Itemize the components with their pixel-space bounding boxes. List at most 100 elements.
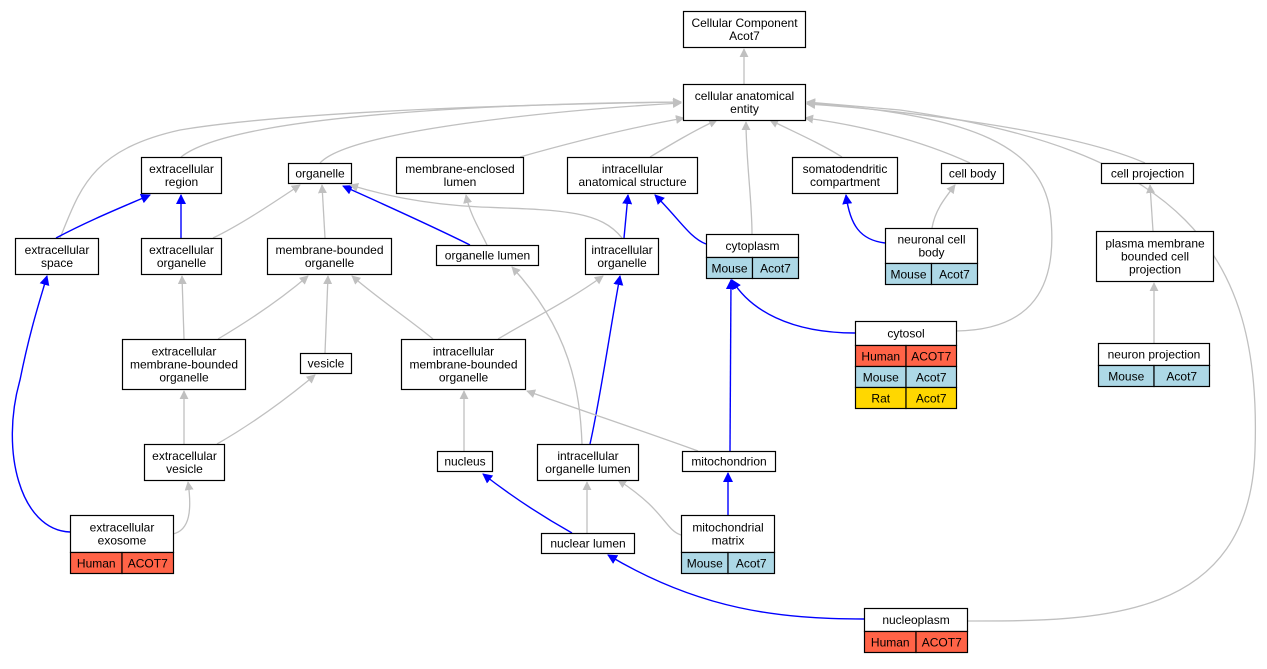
node-label-line: membrane-bounded xyxy=(130,358,238,372)
edge-intracellular-organelle-to-organelle xyxy=(349,183,623,239)
node-label-line: membrane-enclosed xyxy=(405,162,514,176)
gene-label: Acot7 xyxy=(916,371,947,385)
edge-intracellular-anatomical-structure-to-cellular-anatomical-entity xyxy=(649,119,718,158)
node-box xyxy=(14,237,100,276)
gene-cell xyxy=(930,262,979,286)
edge-organelle-to-cellular-anatomical-entity xyxy=(319,98,682,164)
edge-extracellular-space-to-cellular-anatomical-entity xyxy=(59,97,682,239)
edge-intracellular-organelle-lumen-to-organelle-lumen xyxy=(511,266,583,445)
node-nucleus[interactable]: nucleus xyxy=(436,450,494,473)
node-label-line: nucleoplasm xyxy=(882,613,949,627)
edge-nucleoplasm-to-nuclear-lumen xyxy=(607,554,865,620)
node-box xyxy=(299,352,353,375)
node-label-line: intracellular xyxy=(602,162,663,176)
gene-cell xyxy=(915,630,969,654)
node-label-line: lumen xyxy=(444,175,477,189)
node-label-line: cell projection xyxy=(1111,167,1184,181)
edge-organelle-lumen-to-organelle xyxy=(342,185,471,246)
edge-membrane-bounded-organelle-to-organelle xyxy=(317,184,327,239)
node-label-line: region xyxy=(165,175,198,189)
node-box xyxy=(395,156,525,195)
node-label-line: organelle xyxy=(159,371,209,385)
node-box xyxy=(435,244,540,267)
node-cell-body[interactable]: cell body xyxy=(940,162,1005,185)
node-label-line: extracellular xyxy=(152,449,217,463)
edge-membrane-enclosed-lumen-to-cellular-anatomical-entity xyxy=(519,115,685,158)
species-label: Human xyxy=(861,350,900,364)
gene-label: ACOT7 xyxy=(922,636,962,650)
edge-intracellular-membrane-bounded-organelle-to-intracellular-organelle xyxy=(497,275,604,340)
edge-neuronal-cell-body-to-somatodendritic-compartment xyxy=(842,194,886,244)
node-box xyxy=(854,320,958,347)
node-mitochondrion[interactable]: mitochondrion xyxy=(681,450,777,473)
gene-cell xyxy=(121,551,175,575)
node-label-line: cytosol xyxy=(887,327,924,341)
gene-label: Acot7 xyxy=(760,262,791,276)
node-cell-projection[interactable]: cell projection xyxy=(1100,162,1195,185)
gene-cell xyxy=(1153,364,1211,388)
node-label-line: mitochondrion xyxy=(691,455,766,469)
node-label-line: membrane-bounded xyxy=(275,243,383,257)
node-label-line: organelle lumen xyxy=(445,249,530,263)
gene-cell xyxy=(727,551,776,575)
node-label-line: intracellular xyxy=(557,449,618,463)
edge-extracellular-organelle-to-organelle xyxy=(212,184,301,239)
node-box xyxy=(1095,230,1215,283)
node-label-line: intracellular xyxy=(433,345,494,359)
node-nuclear-lumen[interactable]: nuclear lumen xyxy=(540,532,636,555)
gene-label: Acot7 xyxy=(736,557,767,571)
node-box xyxy=(140,237,223,276)
node-vesicle[interactable]: vesicle xyxy=(299,352,353,375)
node-organelle-lumen[interactable]: organelle lumen xyxy=(435,244,540,267)
edge-cytoplasm-to-cellular-anatomical-entity xyxy=(741,121,753,235)
edge-intracellular-membrane-bounded-organelle-to-membrane-bounded-organelle xyxy=(351,275,434,340)
node-box xyxy=(584,237,660,276)
edge-extracellular-membrane-bounded-organelle-to-extracellular-organelle xyxy=(177,275,187,340)
edge-intracellular-organelle-to-intracellular-anatomical-structure xyxy=(622,194,633,239)
node-label-line: extracellular xyxy=(90,521,155,535)
edge-extracellular-region-to-cellular-anatomical-entity xyxy=(180,97,682,158)
node-label-line: membrane-bounded xyxy=(409,358,517,372)
node-label-line: space xyxy=(41,256,73,270)
node-label-line: vesicle xyxy=(166,462,203,476)
node-box xyxy=(940,162,1005,185)
node-box xyxy=(566,156,699,195)
node-label-line: organelle lumen xyxy=(545,462,630,476)
species-label: Mouse xyxy=(1108,370,1144,384)
node-label-line: cellular anatomical xyxy=(695,89,794,103)
node-box xyxy=(1100,162,1195,185)
node-box xyxy=(682,83,807,122)
node-box xyxy=(143,443,226,482)
node-organelle[interactable]: organelle xyxy=(287,162,353,185)
